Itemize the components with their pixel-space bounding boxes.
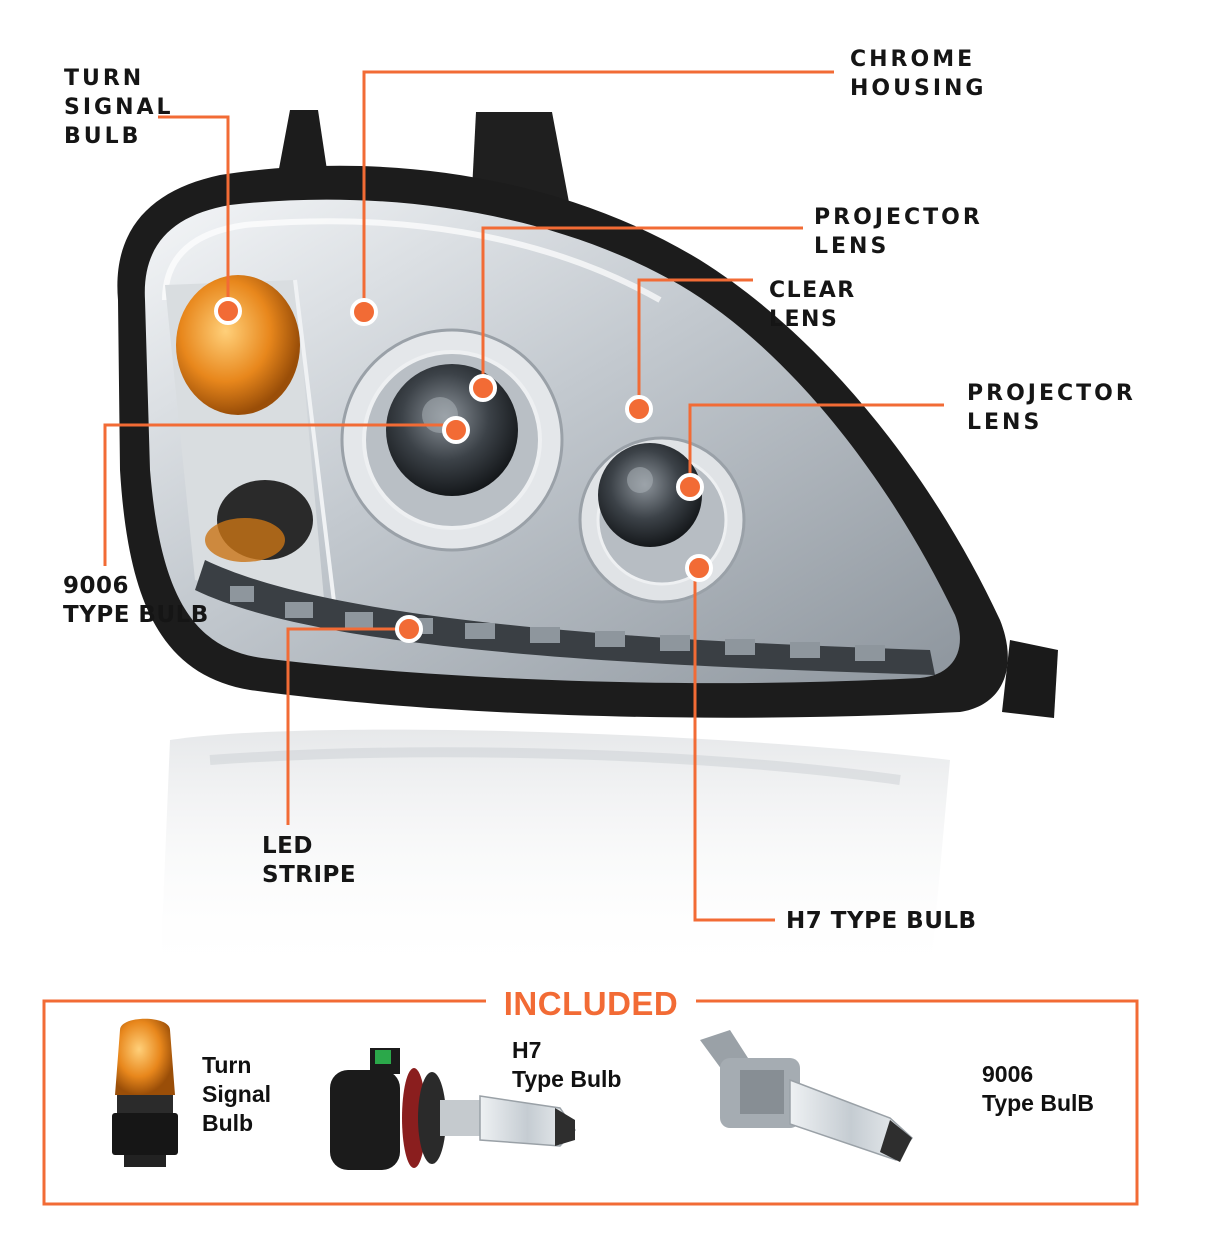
turn-signal-bulb-product xyxy=(112,1018,178,1167)
callout-leaders xyxy=(103,70,944,922)
headlight-reflection xyxy=(160,729,950,980)
leader-chrome-housing xyxy=(362,70,834,312)
dot-9006-type-bulb xyxy=(442,416,470,444)
headlight-assembly xyxy=(117,110,1058,718)
included-label-9006: 9006 Type BulB xyxy=(982,1061,1095,1116)
leader-projector-lens-upper xyxy=(481,226,803,388)
led-stripe-strip xyxy=(195,560,935,675)
label-projector-lens-upper: PROJECTOR LENS xyxy=(814,205,983,259)
dot-clear-lens xyxy=(625,395,653,423)
leader-led-stripe xyxy=(286,627,409,825)
included-label-h7: H7 Type Bulb xyxy=(512,1037,622,1092)
9006-bulb-product xyxy=(700,1030,914,1162)
label-h7-type-bulb: H7 TYPE BULB xyxy=(786,908,977,934)
label-led-stripe: LED STRIPE xyxy=(262,833,357,888)
dot-turn-signal-bulb xyxy=(214,297,242,325)
dot-led-stripe xyxy=(395,615,423,643)
leader-clear-lens xyxy=(637,278,753,409)
leader-h7-type-bulb xyxy=(693,568,775,922)
included-title: INCLUDED xyxy=(486,984,696,1024)
included-label-turn-signal: Turn Signal Bulb xyxy=(202,1052,272,1136)
projector-lens-large xyxy=(340,328,564,552)
leader-turn-signal-bulb xyxy=(158,115,230,311)
dot-projector-lens-upper xyxy=(469,374,497,402)
leader-projector-lens-right xyxy=(688,403,944,487)
leader-9006-type-bulb xyxy=(103,423,456,566)
dot-chrome-housing xyxy=(350,298,378,326)
label-turn-signal-bulb: TURN SIGNAL BULB xyxy=(64,66,174,149)
label-9006-type-bulb: 9006 TYPE BULB xyxy=(63,573,209,628)
dot-h7-type-bulb xyxy=(685,554,713,582)
label-projector-lens-right: PROJECTOR LENS xyxy=(967,381,1136,435)
dot-projector-lens-right xyxy=(676,473,704,501)
turn-signal-amber-bulb xyxy=(176,275,300,415)
label-clear-lens: CLEAR LENS xyxy=(769,278,856,332)
label-chrome-housing: CHROME HOUSING xyxy=(850,47,987,101)
h7-bulb-product xyxy=(330,1048,576,1170)
projector-lens-small xyxy=(578,436,746,604)
callout-dots xyxy=(214,297,713,643)
